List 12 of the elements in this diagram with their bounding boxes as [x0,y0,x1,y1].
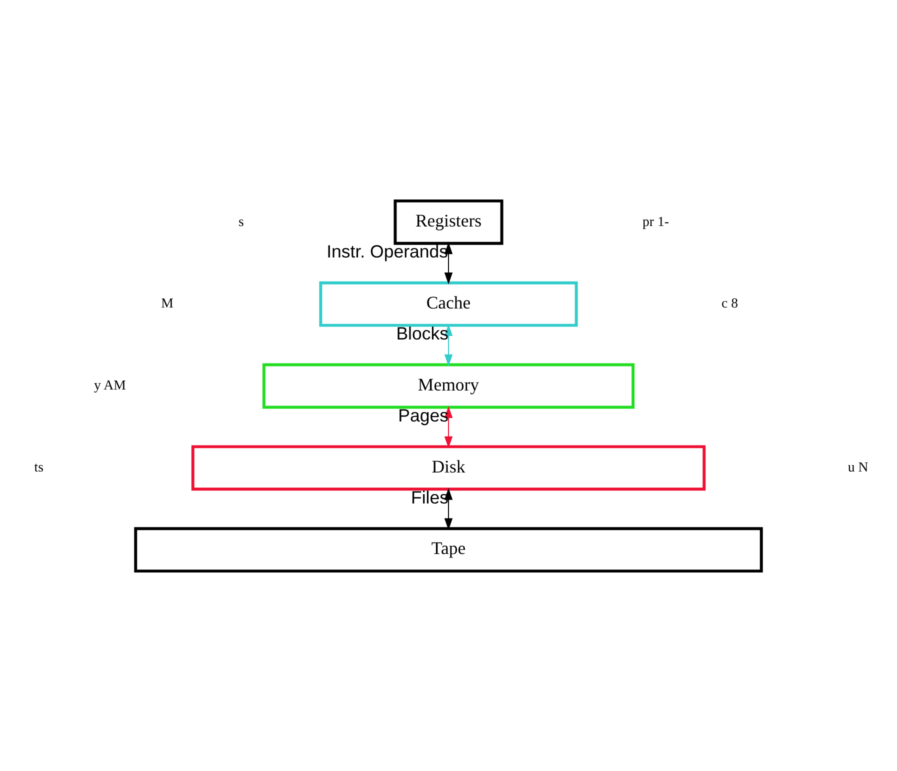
node-box: Registers [394,198,504,244]
label: ts [34,459,44,474]
node-box: Tape [134,526,763,572]
node-box: Memory [262,362,635,408]
label: y AM [94,377,126,392]
label: c 8 [722,295,738,310]
label: pr 1- [642,213,669,228]
node-box: Disk [191,444,706,490]
label: u N [848,459,868,474]
label: M [161,295,174,310]
label: s [238,213,244,228]
node-box: Cache [319,280,578,326]
